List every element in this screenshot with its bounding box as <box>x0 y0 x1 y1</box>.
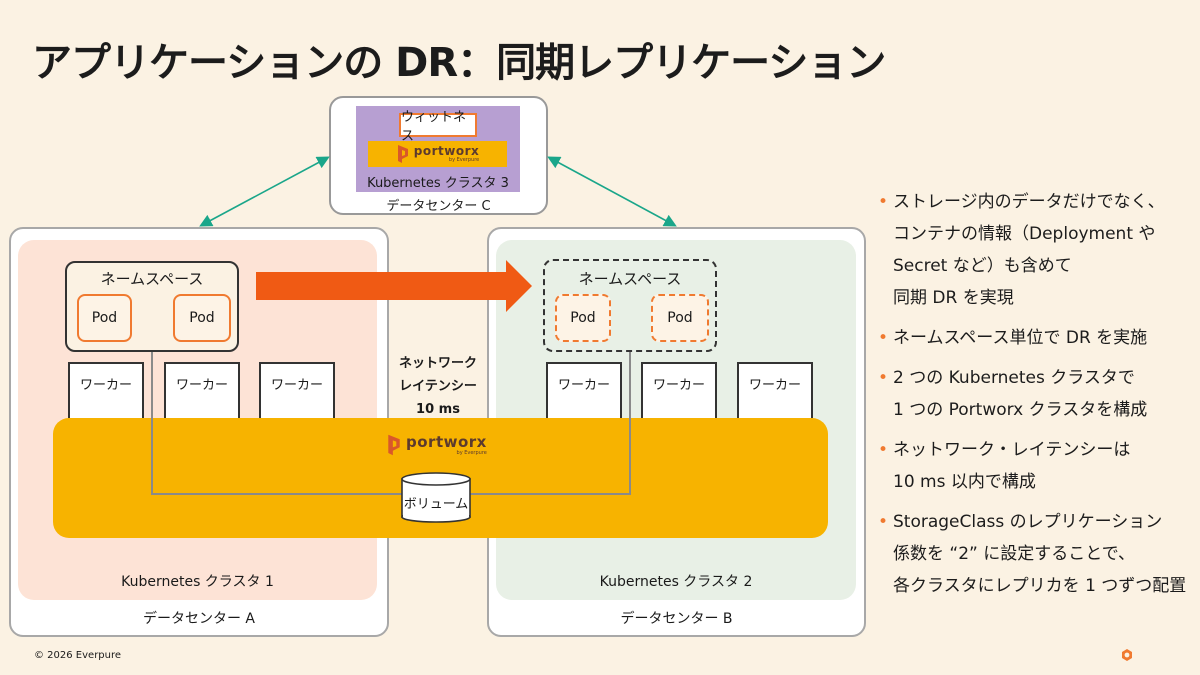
datacenter-a-label: データセンター A <box>142 611 256 627</box>
pod-a-1: Pod <box>77 294 132 342</box>
pod-a-2: Pod <box>173 294 231 342</box>
portworx-band-logo-sub: by Everpure <box>456 449 487 456</box>
volume-cylinder <box>401 472 471 523</box>
portworx-icon <box>388 434 400 456</box>
cluster-3-label: Kubernetes クラスタ 3 <box>367 176 509 191</box>
everpure-logo-icon <box>1122 649 1132 661</box>
copyright: © 2026 Everpure <box>34 650 122 661</box>
namespace-a-label: ネームスペース <box>100 270 204 288</box>
portworx-band-logo-text: portworx <box>406 432 487 451</box>
witness-box: ウィットネス <box>399 110 477 144</box>
datacenter-c-label: データセンター C <box>386 199 491 214</box>
bullet-list: • ストレージ内のデータだけでなく、 コンテナの情報（Deployment や … <box>876 186 1196 610</box>
portworx-logo-text: portworx <box>413 144 480 158</box>
latency-line-1: ネットワーク <box>398 356 477 371</box>
connector-right <box>547 156 677 227</box>
latency-line-2: レイテンシー <box>399 379 477 394</box>
portworx-logo-sub: by Everpure <box>448 157 480 163</box>
worker-b-3: ワーカー <box>737 362 813 418</box>
bullet-item: • ストレージ内のデータだけでなく、 コンテナの情報（Deployment や … <box>876 186 1196 314</box>
pod-b-2: Pod <box>651 294 709 342</box>
portworx-icon <box>397 145 408 163</box>
bullet-item: • ネットワーク・レイテンシーは 10 ms 以内で構成 <box>876 434 1196 498</box>
bullet-item: • ネームスペース単位で DR を実施 <box>876 322 1196 354</box>
replication-arrow <box>256 260 532 312</box>
connector-left <box>199 156 330 227</box>
bullet-dot: • <box>878 368 889 388</box>
witness-connectors <box>199 156 677 227</box>
worker-a-2: ワーカー <box>164 362 240 418</box>
worker-b-1: ワーカー <box>546 362 622 418</box>
namespace-b-label: ネームスペース <box>578 270 682 288</box>
bullet-dot: • <box>878 440 889 460</box>
bullet-item: • StorageClass のレプリケーション 係数を “2” に設定すること… <box>876 506 1196 602</box>
volume-label: ボリューム <box>403 497 469 512</box>
bullet-dot: • <box>878 192 889 212</box>
bullet-dot: • <box>878 328 889 348</box>
cluster-2-label: Kubernetes クラスタ 2 <box>599 574 753 590</box>
pod-b-1: Pod <box>555 294 611 342</box>
latency-line-3: 10 ms <box>416 402 460 417</box>
page-title: アプリケーションの DR：同期レプリケーション <box>32 40 886 86</box>
worker-a-1: ワーカー <box>68 362 144 418</box>
worker-b-2: ワーカー <box>641 362 717 418</box>
volume-connections <box>151 350 631 523</box>
bullet-dot: • <box>878 512 889 532</box>
portworx-logo-band: portworx by Everpure <box>386 430 496 460</box>
bullet-item: • 2 つの Kubernetes クラスタで 1 つの Portworx クラ… <box>876 362 1196 426</box>
datacenter-b-label: データセンター B <box>620 611 733 627</box>
cluster-1-label: Kubernetes クラスタ 1 <box>121 574 274 590</box>
portworx-logo-small: portworx by Everpure <box>368 141 507 167</box>
network-latency-label: ネットワーク レイテンシー 10 ms <box>380 352 496 421</box>
volume-line <box>151 350 631 495</box>
worker-a-3: ワーカー <box>259 362 335 418</box>
